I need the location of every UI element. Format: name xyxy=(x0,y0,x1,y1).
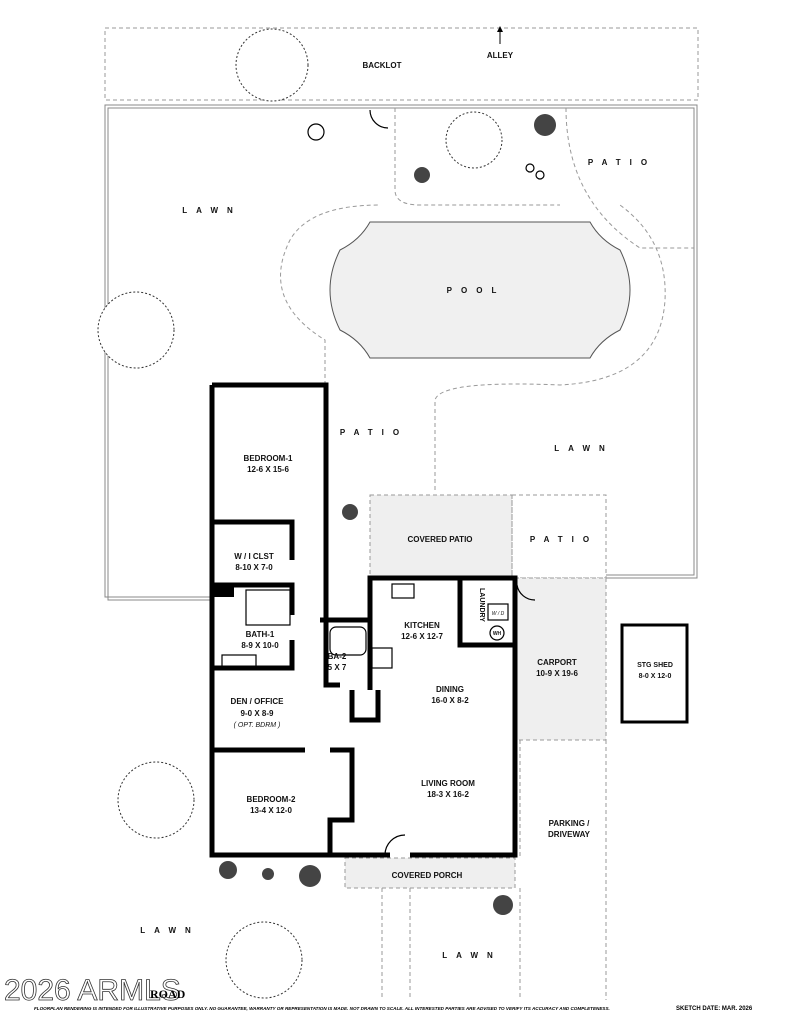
patio-table xyxy=(307,123,325,141)
range xyxy=(371,647,393,669)
kitchen-name: KITCHEN xyxy=(404,621,440,630)
shrub-icon xyxy=(219,861,237,879)
tree-icon xyxy=(117,761,195,839)
patio-path xyxy=(434,204,666,490)
property-address: ROAD xyxy=(150,987,186,1001)
dining-name: DINING xyxy=(436,685,464,694)
parking-label-2: DRIVEWAY xyxy=(548,830,591,839)
pool xyxy=(329,221,631,359)
lawn-label: LAWN xyxy=(140,926,200,935)
ba2-size: 5 X 7 xyxy=(328,663,347,672)
water-heater-label: WH xyxy=(493,631,502,637)
kitchen-size: 12-6 X 12-7 xyxy=(401,632,443,641)
tree-icon xyxy=(445,111,503,169)
living-size: 18-3 X 16-2 xyxy=(427,790,469,799)
interior-wall xyxy=(212,582,295,615)
living-name: LIVING ROOM xyxy=(421,779,475,788)
tree-icon xyxy=(225,921,303,999)
pool-label: POOL xyxy=(447,286,506,295)
carport-name: CARPORT xyxy=(537,658,577,667)
den-name: DEN / OFFICE xyxy=(231,697,285,706)
gate xyxy=(369,109,389,129)
covered-porch-label: COVERED PORCH xyxy=(392,871,463,880)
tree-icon xyxy=(235,28,309,102)
laundry-wall xyxy=(457,578,515,648)
shower xyxy=(245,589,291,626)
vanity xyxy=(221,654,257,668)
shrub-icon xyxy=(342,504,358,520)
patio-label: PATIO xyxy=(530,535,598,544)
bathtub xyxy=(329,626,367,656)
shed-name: STG SHED xyxy=(637,662,673,669)
interior-wall xyxy=(212,519,295,560)
patio-path xyxy=(280,204,381,385)
shrub-icon xyxy=(414,167,430,183)
covered-patio-label: COVERED PATIO xyxy=(407,535,472,544)
laundry-label: LAUNDRY xyxy=(478,588,485,622)
patio-label: PATIO xyxy=(588,158,656,167)
interior-wall xyxy=(349,690,381,723)
bath1-name: BATH-1 xyxy=(246,630,275,639)
yard-boundary-inner xyxy=(107,107,695,601)
bedroom1-name: BEDROOM-1 xyxy=(244,454,293,463)
house-wall xyxy=(212,382,340,688)
washer-dryer xyxy=(487,603,509,621)
patio-label: PATIO xyxy=(340,428,408,437)
washer-dryer-label: W / D xyxy=(492,611,505,617)
patio-edge xyxy=(394,108,560,206)
lawn-label: LAWN xyxy=(442,951,502,960)
bedroom2-size: 13-4 X 12-0 xyxy=(250,806,292,815)
alley-label: ALLEY xyxy=(487,51,514,60)
patio-edge xyxy=(565,107,694,249)
shrub-icon xyxy=(299,865,321,887)
sink xyxy=(391,583,415,599)
interior-wall xyxy=(327,747,355,855)
armls-watermark: 2026 ARMLS xyxy=(4,974,181,1007)
shrub-icon xyxy=(262,868,274,880)
covered-porch xyxy=(344,857,516,889)
carport-size: 10-9 X 19-6 xyxy=(536,669,578,678)
shrub-icon xyxy=(493,895,513,915)
interior-wall xyxy=(212,640,295,671)
tree-icon xyxy=(97,291,175,369)
parking-label-1: PARKING / xyxy=(549,819,591,828)
bath1-size: 8-9 X 10-0 xyxy=(241,641,279,650)
den-size: 9-0 X 8-9 xyxy=(241,709,274,718)
shrub-icon xyxy=(534,114,556,136)
wic-size: 8-10 X 7-0 xyxy=(235,563,273,572)
backlot-label: BACKLOT xyxy=(362,61,401,70)
storage-shed xyxy=(620,623,689,724)
wic-name: W / I CLST xyxy=(234,552,274,561)
den-note: ( OPT. BDRM ) xyxy=(234,722,281,729)
bedroom2-name: BEDROOM-2 xyxy=(247,795,296,804)
house-wall xyxy=(367,575,518,858)
planter xyxy=(525,163,535,173)
lawn-label: LAWN xyxy=(182,206,242,215)
front-door xyxy=(384,834,406,856)
carport-door xyxy=(516,584,536,601)
disclaimer: FLOORPLAN RENDERING IS INTENDED FOR ILLU… xyxy=(34,1006,610,1011)
ba2-name: BA-2 xyxy=(328,652,347,661)
wall-block xyxy=(212,585,234,597)
water-heater xyxy=(489,625,505,641)
shed-size: 8-0 X 12-0 xyxy=(639,673,672,680)
sketch-date: SKETCH DATE: MAR. 2026 xyxy=(676,1006,753,1012)
dining-size: 16-0 X 8-2 xyxy=(431,696,469,705)
arrow-up-icon xyxy=(497,26,503,32)
lawn-label: LAWN xyxy=(554,444,614,453)
bedroom1-size: 12-6 X 15-6 xyxy=(247,465,289,474)
backlot-area xyxy=(104,27,699,101)
planter xyxy=(535,170,545,180)
carport xyxy=(514,577,607,741)
yard-boundary xyxy=(104,104,698,598)
